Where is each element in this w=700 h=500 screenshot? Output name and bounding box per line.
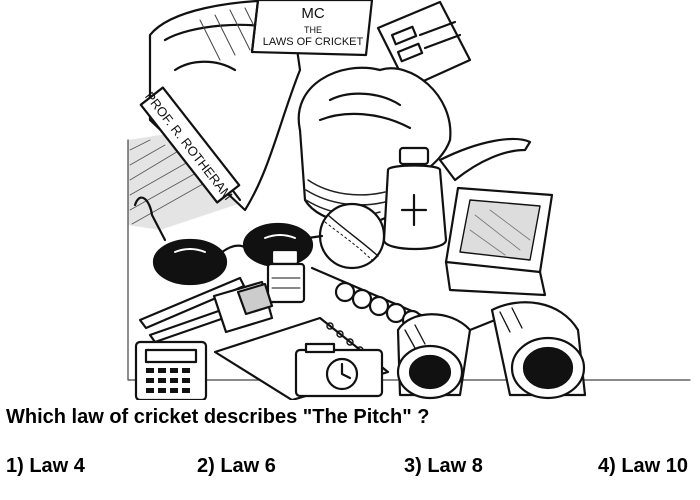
score-card [376, 0, 472, 90]
sunglasses [133, 196, 324, 286]
answer-option-3[interactable]: 3) Law 8 [404, 455, 483, 477]
binoculars [396, 301, 587, 400]
book-title-line1: THE [304, 25, 322, 35]
travel-clock [294, 342, 384, 398]
sandwich-box [444, 186, 554, 297]
laws-of-cricket-book: MC THE LAWS OF CRICKET [250, 0, 374, 57]
mcc-monogram: MC [301, 5, 324, 22]
pencils [138, 276, 274, 344]
answer-option-1[interactable]: 1) Law 4 [6, 455, 85, 477]
answer-option-4[interactable]: 4) Law 10 [598, 455, 689, 477]
book-title-line2: LAWS OF CRICKET [263, 36, 364, 48]
banana [438, 137, 532, 182]
small-jar [266, 248, 306, 304]
calculator [134, 340, 208, 400]
cricket-ball [318, 202, 386, 270]
cricket-kit-illustration: PROF. R. ROTHERAM MC THE LAWS OF CRICKET [127, 0, 691, 400]
water-bottle [382, 146, 448, 251]
answer-option-2[interactable]: 2) Law 6 [197, 455, 276, 477]
question-text: Which law of cricket describes "The Pitc… [6, 406, 430, 428]
